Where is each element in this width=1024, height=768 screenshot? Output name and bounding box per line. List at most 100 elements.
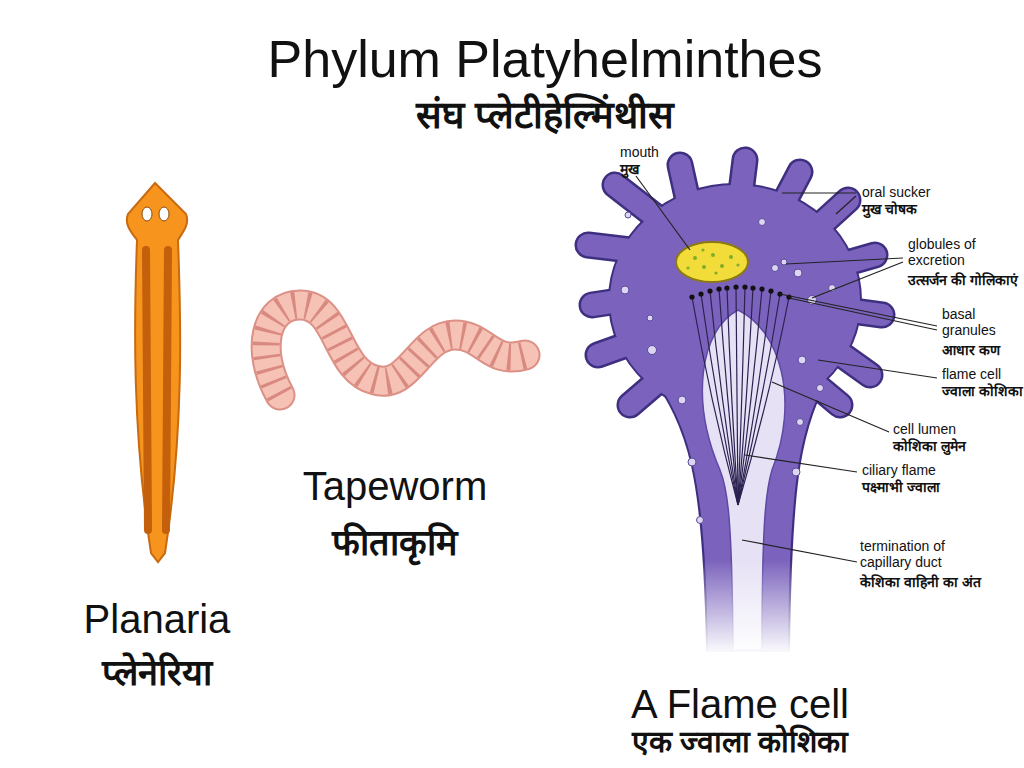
planaria-drawing [127,183,187,562]
part-label: termination of capillary duct [860,538,972,570]
part-label: mouth [620,144,710,160]
tapeworm-drawing [266,305,525,395]
food-dot [693,256,697,260]
planaria-gut [146,250,148,530]
leader-lines [636,176,937,562]
part-label: oral sucker [862,184,1012,200]
excretion-globules [621,212,836,524]
cilium [738,294,780,505]
globule [678,396,686,404]
planaria-eye [142,207,152,221]
globule [759,219,766,226]
granule [759,286,764,291]
leader-line [782,192,856,193]
part-label: मुख चोषक [862,201,1012,217]
figure-caption: एक ज्वाला कोशिका [560,725,920,760]
diagram-title: Phylum Platyhelminthes [145,30,945,90]
oral-lobe [680,165,690,210]
granule [768,288,773,293]
food-dot [720,264,724,268]
leader-line [812,262,903,298]
basal-granules [689,284,791,299]
granule [716,286,721,291]
cilium [727,288,738,505]
granule [742,284,747,289]
oral-lobe [815,200,848,230]
part-label: ciliary flame [862,462,1022,478]
lobe-outline [615,185,660,220]
planaria-eye [159,207,169,221]
part-label: केशिका वाहिनी का अंत [860,574,1024,590]
food-dot [701,248,704,251]
oral-lobe [740,160,745,200]
globule [625,212,631,218]
part-label: flame cell [942,366,1024,382]
duct-fade [690,560,810,655]
globule [794,269,802,277]
mouth-dots [686,248,739,274]
granule [698,291,703,296]
food-dot [729,255,733,259]
globule [792,468,800,476]
planaria-body [127,183,187,562]
leader-line [836,196,856,214]
oral-lobe [598,340,640,355]
part-label: मुख [620,161,710,177]
leader-line [742,540,857,562]
lobe-outline [598,340,640,355]
globule [697,517,704,524]
globule [647,315,653,321]
oral-lobe [588,245,630,250]
leader-line [789,298,937,330]
tapeworm-segments [266,305,525,395]
lobe-outline [680,165,690,210]
planaria-gut [166,250,168,530]
leader-line [745,455,857,472]
part-label: cell lumen [893,421,1023,437]
globule [688,458,696,466]
organism-name: Planaria [27,596,287,642]
part-label: कोशिका लुमेन [893,438,1023,454]
cilium [736,287,738,505]
granule [750,285,755,290]
cilium [738,297,789,505]
part-label: ज्वाला कोशिका [942,383,1024,399]
food-dot [714,271,717,274]
lobe-outline [835,350,870,375]
tapeworm-outline [266,305,525,395]
tapeworm-body [266,305,525,395]
subtitle: संघ प्लेटीहेल्मिंथीस [195,94,895,138]
leader-line [818,360,937,378]
leader-line [780,294,937,326]
part-label: उत्सर्जन की गोलिकाएं [908,272,1024,288]
ciliary-flame [692,287,789,505]
oral-lobe [592,300,625,305]
cilium [738,291,771,505]
oral-lobe [780,172,800,210]
part-label: पक्ष्माभी ज्वाला [862,479,1022,495]
food-dot [711,253,715,257]
oral-lobe [630,375,665,405]
part-label: globules of excretion [908,236,992,268]
figure-caption: A Flame cell [560,681,920,727]
part-label: basal granules [942,306,1012,338]
globule [648,346,657,355]
organism-name: प्लेनेरिया [27,652,287,693]
globule [621,286,629,294]
oral-lobe [615,185,660,220]
organism-name: Tapeworm [245,463,545,509]
food-dot [736,263,739,266]
oral-lobe [835,350,870,375]
food-dot [686,266,689,269]
organism-name: फीताकृमि [245,522,545,563]
cilium [719,289,738,505]
leader-line [786,258,903,264]
lobe-outline [815,200,848,230]
mouth-opening [676,242,748,282]
part-label: आधार कण [942,342,1024,358]
globule [817,385,824,392]
leader-line [772,382,889,432]
granule [733,284,738,289]
